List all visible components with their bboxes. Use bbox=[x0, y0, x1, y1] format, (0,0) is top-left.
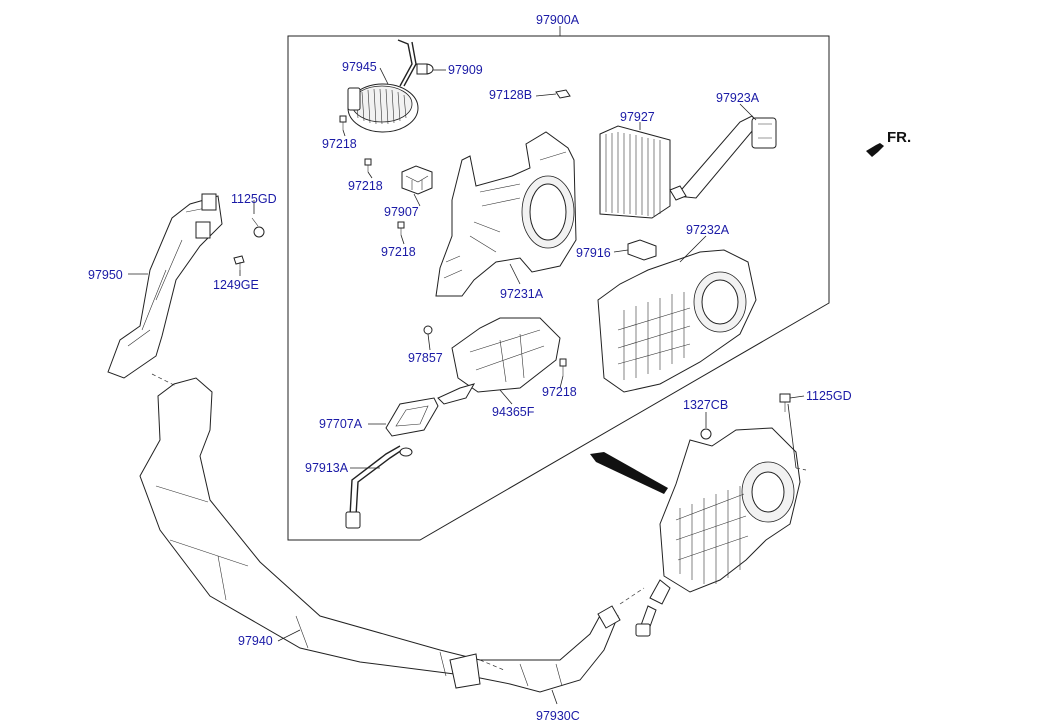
label-case-right: 97232A bbox=[686, 223, 730, 237]
dashed-lines bbox=[151, 373, 807, 671]
label-duct-rear: 97930C bbox=[536, 709, 580, 723]
label-screw-d: 97218 bbox=[542, 385, 577, 399]
bolt-part bbox=[233, 217, 791, 440]
label-duct-side: 97950 bbox=[88, 268, 123, 282]
grommet-part bbox=[423, 325, 433, 335]
sensor-part bbox=[627, 239, 657, 261]
label-nut: 1249GE bbox=[213, 278, 259, 292]
hvac-unit-part bbox=[635, 427, 801, 637]
seal-part bbox=[385, 397, 439, 437]
long-duct-part bbox=[139, 377, 621, 693]
label-bolt-left: 1125GD bbox=[231, 192, 277, 206]
label-screw-b: 97218 bbox=[348, 179, 383, 193]
clip-part bbox=[555, 89, 571, 99]
label-drain-tray: 94365F bbox=[492, 405, 535, 419]
case-right-part bbox=[597, 249, 757, 393]
label-drain-hose: 97913A bbox=[305, 461, 349, 475]
label-clip-top: 97128B bbox=[489, 88, 532, 102]
label-sensor: 97916 bbox=[576, 246, 611, 260]
label-evaporator: 97927 bbox=[620, 110, 655, 124]
label-bolt-right: 1125GD bbox=[806, 389, 852, 403]
screw-part bbox=[339, 115, 567, 376]
assembly-frame bbox=[287, 35, 830, 541]
label-nut-right: 1327CB bbox=[683, 398, 728, 412]
label-hose-top: 97909 bbox=[448, 63, 483, 77]
label-duct-long: 97940 bbox=[238, 634, 273, 648]
drain-tray-part bbox=[437, 317, 561, 405]
front-label: FR. bbox=[887, 129, 911, 146]
label-assembly: 97900A bbox=[536, 13, 580, 27]
blower-motor-part bbox=[347, 39, 419, 133]
label-screw-c: 97218 bbox=[381, 245, 416, 259]
expansion-pipe-part bbox=[669, 115, 777, 201]
label-grommet: 97857 bbox=[408, 351, 443, 365]
label-seal: 97707A bbox=[319, 417, 363, 431]
label-case-left: 97231A bbox=[500, 287, 544, 301]
case-left-part bbox=[435, 131, 577, 297]
evaporator-part bbox=[599, 125, 671, 219]
leader-lines bbox=[128, 67, 805, 705]
hose-part bbox=[416, 63, 434, 75]
label-screw-a: 97218 bbox=[322, 137, 357, 151]
label-expansion-pipe: 97923A bbox=[716, 91, 760, 105]
front-arrow-icon bbox=[866, 143, 884, 157]
label-resistor: 97907 bbox=[384, 205, 419, 219]
drain-hose-part bbox=[345, 445, 413, 529]
side-duct-part bbox=[107, 193, 223, 379]
label-fan-motor: 97945 bbox=[342, 60, 377, 74]
arrow-pointer bbox=[590, 452, 668, 494]
resistor-part bbox=[401, 165, 433, 195]
